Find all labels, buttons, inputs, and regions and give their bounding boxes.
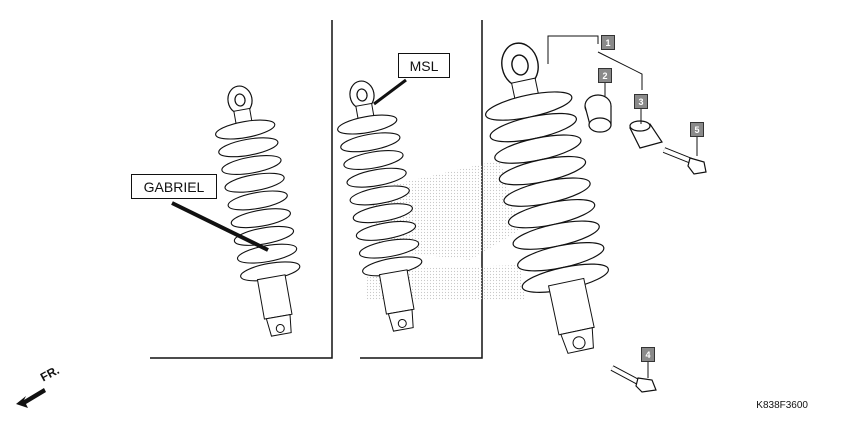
callout-1[interactable]: 1 xyxy=(601,35,615,50)
callout-4[interactable]: 4 xyxy=(641,347,655,362)
leader-lines xyxy=(171,35,698,378)
diagram-code: K838F3600 xyxy=(756,400,808,411)
callout-3[interactable]: 3 xyxy=(634,94,648,109)
panel-borders xyxy=(150,20,483,359)
callout-2[interactable]: 2 xyxy=(598,68,612,83)
callout-5[interactable]: 5 xyxy=(690,122,704,137)
part-bolt-5 xyxy=(662,147,707,175)
label-msl: MSL xyxy=(398,53,450,78)
part-bolt-4 xyxy=(610,365,657,393)
part-collar-2 xyxy=(584,94,612,133)
shock-absorber-main xyxy=(485,42,610,354)
shock-absorber-msl xyxy=(335,80,424,332)
front-arrow-icon xyxy=(16,388,46,408)
shock-absorber-gabriel xyxy=(213,85,302,337)
label-gabriel: GABRIEL xyxy=(131,174,217,199)
part-bushing-3 xyxy=(629,120,663,149)
